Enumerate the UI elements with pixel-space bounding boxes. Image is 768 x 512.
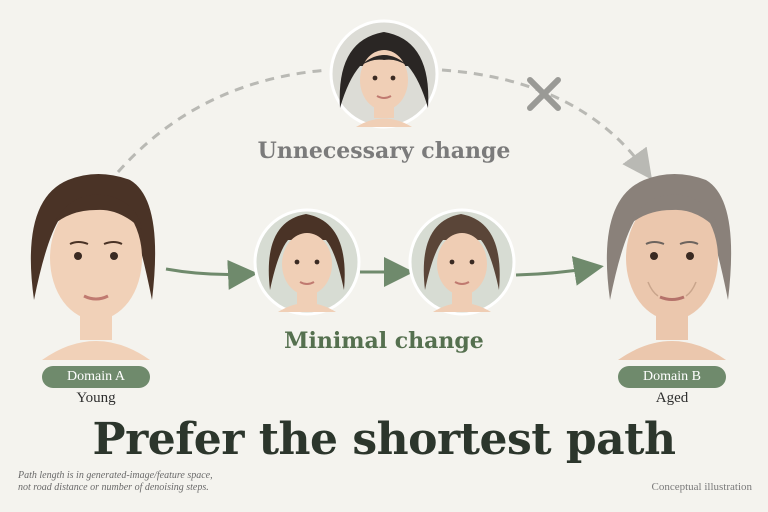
label-unnecessary-change: Unnecessary change <box>257 138 511 164</box>
reject-x-icon <box>527 77 561 111</box>
portrait-domain-a <box>30 174 156 360</box>
portrait-domain-b <box>606 174 732 360</box>
portrait-unnecessary <box>329 19 439 129</box>
detour-path-left <box>116 68 329 173</box>
portrait-intermediate-1 <box>253 208 361 316</box>
conceptual-caption: Conceptual illustration <box>651 481 752 493</box>
footnote-line-1: Path length is in generated-image/featur… <box>18 470 213 481</box>
label-minimal-change: Minimal change <box>284 328 484 354</box>
detour-path-right <box>441 68 653 180</box>
domain-b-subtitle: Aged <box>655 390 689 406</box>
domain-b-badge: Domain B <box>618 366 726 388</box>
domain-a-badge: Domain A <box>42 366 150 388</box>
arrow-right-icon <box>165 259 258 290</box>
footnote-line-2: not road distance or number of denoising… <box>18 482 209 493</box>
portrait-intermediate-2 <box>408 208 516 316</box>
domain-a-subtitle: Young <box>76 390 116 406</box>
arrow-right-icon <box>515 256 604 286</box>
headline: Prefer the shortest path <box>92 414 676 465</box>
footnote: Path length is in generated-image/featur… <box>18 470 258 494</box>
